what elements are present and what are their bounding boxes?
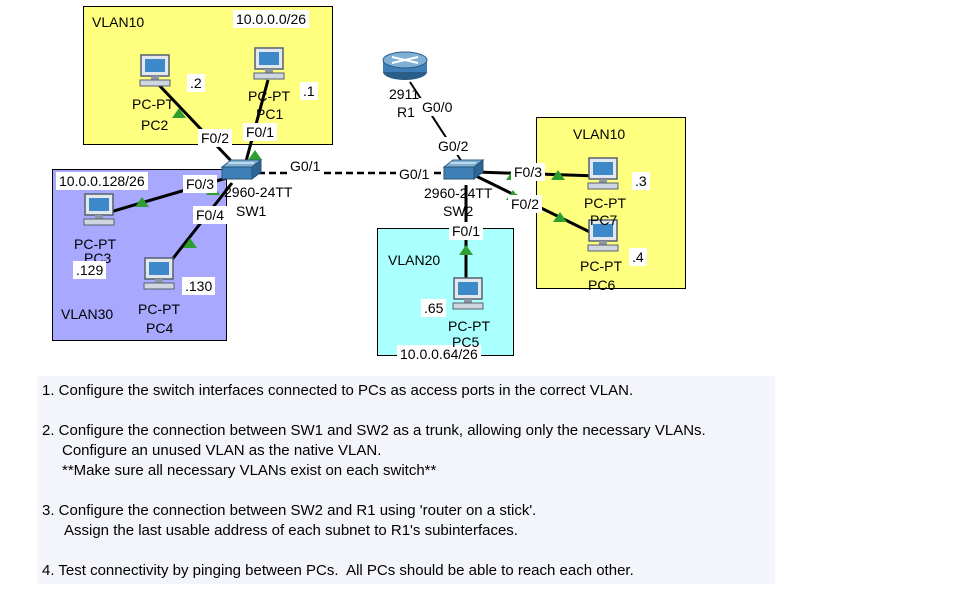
task-2-detail: Configure an unused VLAN as the native V… (62, 442, 382, 459)
link-up-indicator (551, 170, 565, 180)
port-label: F0/3 (183, 175, 218, 193)
zone-vlan10-right (536, 117, 686, 289)
subnet-label: 10.0.0.64/26 (397, 345, 481, 363)
pc-ip-label: .129 (73, 261, 107, 279)
link-pc2-sw1 (156, 82, 237, 167)
pc-ip-label: .4 (629, 248, 647, 266)
pc-type-label: PC-PT (138, 301, 180, 317)
task-instructions: 1. Configure the switch interfaces conne… (37, 376, 775, 584)
port-label: G0/2 (435, 137, 472, 155)
pc-type-label: PC-PT (584, 195, 626, 211)
zone-vlan-label: VLAN10 (573, 126, 626, 142)
pc-type-label: PC-PT (74, 236, 116, 252)
subnet-label: 10.0.0.0/26 (233, 10, 310, 28)
link-up-indicator (248, 150, 262, 160)
zone-vlan10-top (83, 6, 333, 145)
sw2-switch-icon[interactable] (443, 159, 484, 180)
port-label: F0/2 (198, 129, 233, 147)
pc1-icon[interactable] (253, 47, 285, 80)
pc-ip-label: .2 (187, 74, 205, 92)
zone-vlan-label: VLAN10 (92, 14, 145, 30)
network-topology: VLAN10 10.0.0.0/26 10.0.0.128/26 VLAN30 … (52, 6, 686, 363)
link-up-indicator (459, 245, 473, 255)
router-model-label: 2911 (389, 86, 420, 102)
zone-vlan30 (52, 169, 227, 341)
pc-name-label: PC4 (146, 320, 174, 336)
pc2-icon[interactable] (139, 54, 171, 87)
pc-ip-label: .1 (300, 82, 318, 100)
link-up-indicator (135, 197, 149, 207)
pc-name-label: PC1 (256, 106, 284, 122)
switch-name-label: SW2 (443, 203, 474, 219)
pc-type-label: PC-PT (248, 88, 290, 104)
port-label: F0/1 (243, 123, 278, 141)
pc-name-label: PC6 (588, 277, 616, 293)
sw1-switch-icon[interactable] (221, 159, 262, 180)
pc5-icon[interactable] (452, 277, 484, 310)
pc-type-label: PC-PT (448, 318, 490, 334)
task-1: 1. Configure the switch interfaces conne… (42, 382, 634, 399)
link-pc1-sw1 (243, 79, 270, 166)
pc3-icon[interactable] (83, 193, 115, 226)
task-3-detail: Assign the last usable address of each s… (64, 522, 518, 539)
pc7-icon[interactable] (587, 157, 619, 190)
zone-vlan-label: VLAN20 (388, 252, 441, 268)
link-up-indicator (172, 108, 186, 118)
switch-model-label: 2960-24TT (224, 184, 293, 200)
pc-type-label: PC-PT (132, 96, 174, 112)
port-label: G0/1 (287, 157, 324, 175)
pc-ip-label: .65 (421, 299, 447, 317)
pc-ip-label: .3 (632, 172, 650, 190)
link-up-indicator (553, 212, 567, 222)
task-2: 2. Configure the connection between SW1 … (42, 422, 706, 439)
task-4: 4. Test connectivity by pinging between … (42, 562, 634, 579)
port-label: F0/4 (193, 206, 228, 224)
port-label: F0/1 (449, 222, 484, 240)
router-name-label: R1 (397, 104, 415, 120)
pc-ip-label: .130 (182, 277, 216, 295)
port-label: F0/3 (511, 163, 546, 181)
link-up-indicator (183, 238, 197, 248)
zone-vlan-label: VLAN30 (61, 306, 114, 322)
port-label: F0/2 (508, 195, 543, 213)
pc-name-label: PC2 (141, 117, 169, 133)
subnet-label: 10.0.0.128/26 (56, 172, 148, 190)
pc-name-label: PC5 (452, 334, 480, 350)
port-label: G0/0 (419, 98, 456, 116)
pc4-icon[interactable] (143, 257, 175, 290)
pc-name-label: PC7 (590, 212, 618, 228)
r1-router-icon[interactable] (382, 51, 428, 80)
task-2-note: **Make sure all necessary VLANs exist on… (62, 462, 437, 479)
switch-name-label: SW1 (236, 203, 267, 219)
switch-model-label: 2960-24TT (424, 185, 493, 201)
port-label: G0/1 (396, 165, 433, 183)
task-3: 3. Configure the connection between SW2 … (42, 502, 537, 519)
pc-type-label: PC-PT (580, 258, 622, 274)
